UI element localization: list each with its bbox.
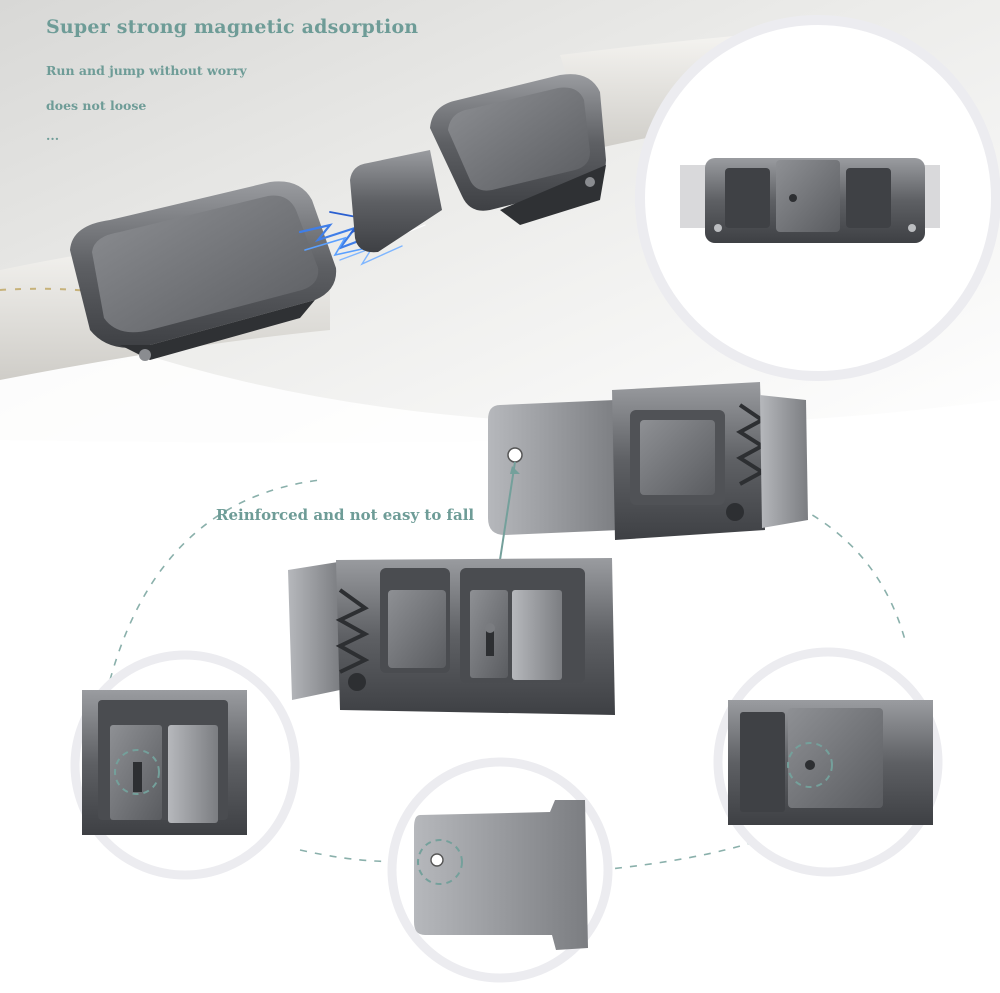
inset-right-hole [713, 647, 943, 877]
feature-line-2: does not loose [46, 98, 147, 113]
headline: Super strong magnetic adsorption [46, 16, 419, 38]
clasp-left [70, 181, 337, 361]
feature-line-1: Run and jump without worry [46, 63, 247, 78]
feature-line-3: ... [46, 128, 60, 143]
inset-top-right [635, 15, 1000, 381]
connector-arc [109, 469, 906, 681]
callout-label: Reinforced and not easy to fall [216, 506, 475, 524]
inset-left-pin [70, 650, 300, 880]
inset-bottom-tongue [387, 757, 613, 983]
clasp-base-plate [288, 558, 615, 715]
clasp-right [350, 74, 606, 253]
clasp-tongue-plate [488, 382, 808, 540]
